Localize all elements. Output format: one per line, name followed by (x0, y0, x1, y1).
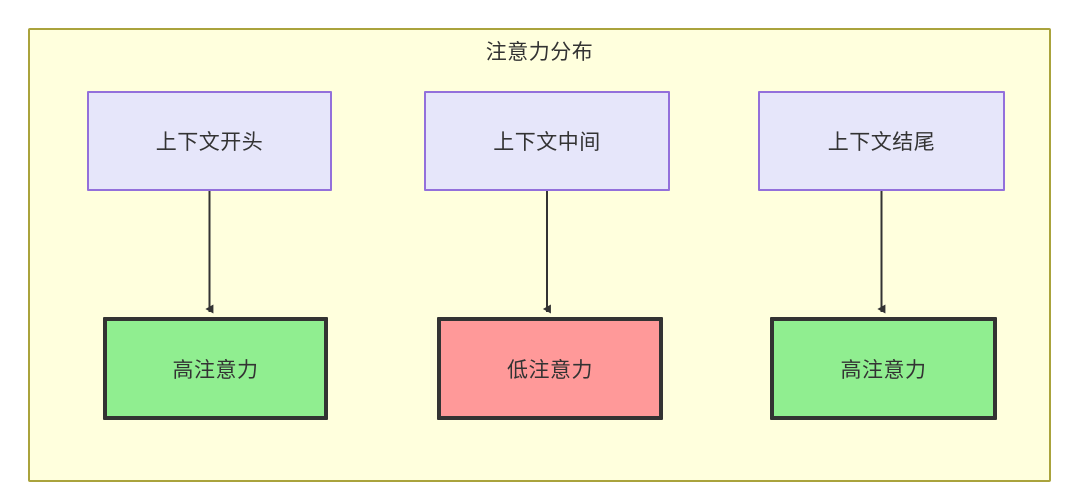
node-attention-middle[interactable]: 低注意力 (437, 317, 663, 420)
node-attention-start[interactable]: 高注意力 (103, 317, 328, 420)
node-context-middle-label: 上下文中间 (493, 131, 601, 154)
diagram-title: 注意力分布 (485, 41, 594, 64)
node-context-start[interactable]: 上下文开头 (87, 91, 332, 191)
node-attention-middle-label: 低注意力 (507, 358, 593, 382)
node-attention-end[interactable]: 高注意力 (770, 317, 997, 420)
node-context-start-label: 上下文开头 (155, 131, 264, 154)
node-context-middle[interactable]: 上下文中间 (424, 91, 670, 191)
node-context-end-label: 上下文结尾 (827, 131, 936, 154)
node-attention-start-label: 高注意力 (172, 358, 259, 382)
node-attention-end-label: 高注意力 (840, 358, 927, 382)
node-context-end[interactable]: 上下文结尾 (758, 91, 1005, 191)
